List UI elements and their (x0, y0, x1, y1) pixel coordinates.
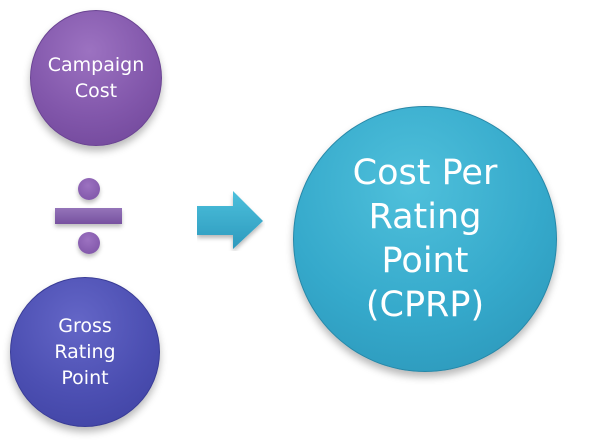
right-arrow-icon (197, 191, 263, 249)
gross-rating-point-label: Gross Rating Point (54, 315, 116, 389)
divide-bottom-dot (78, 232, 100, 254)
cprp-result-circle: Cost Per Rating Point (CPRP) (293, 106, 557, 372)
divide-bar (55, 208, 122, 224)
cprp-label: Cost Per Rating Point (CPRP) (352, 153, 498, 325)
campaign-cost-circle: Campaign Cost (30, 10, 162, 146)
divide-top-dot (78, 178, 100, 200)
campaign-cost-label: Campaign Cost (47, 54, 145, 102)
gross-rating-point-circle: Gross Rating Point (10, 277, 160, 427)
divide-icon (55, 178, 125, 254)
